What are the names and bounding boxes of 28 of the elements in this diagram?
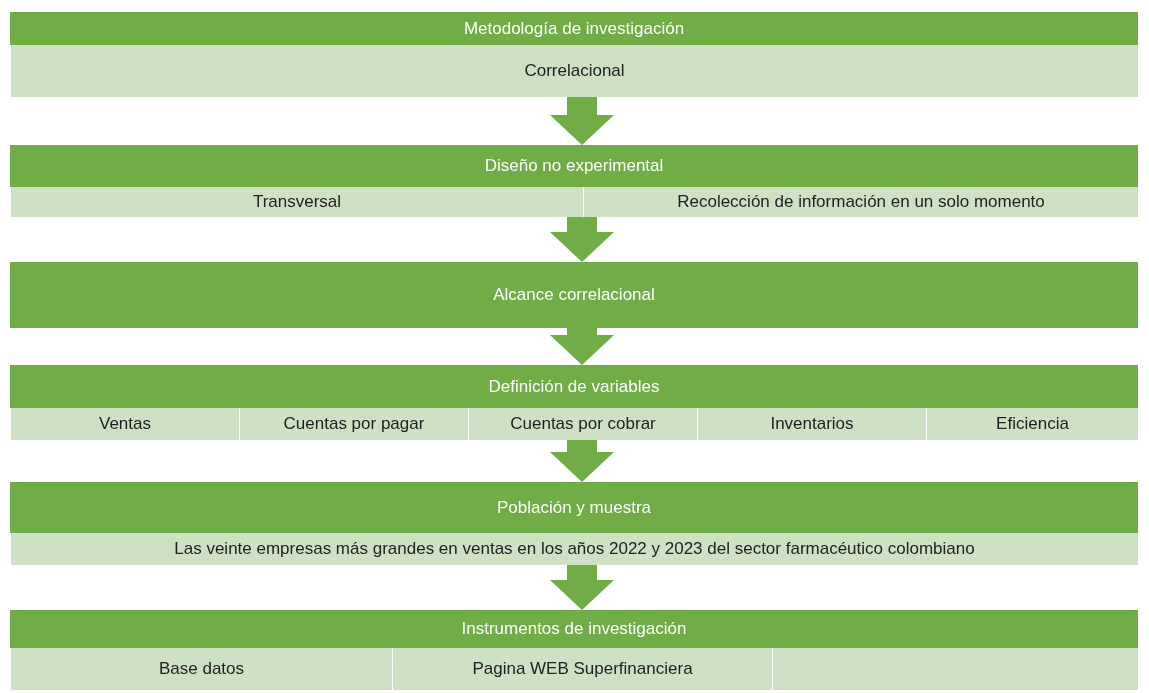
table-cell: Correlacional (10, 45, 1138, 97)
arrow (550, 440, 614, 482)
section-band (10, 482, 1138, 565)
table-cell: Recolección de información en un solo momento (583, 187, 1138, 217)
section-band (10, 262, 1138, 328)
table-cell: Base datos (10, 648, 392, 690)
section-heading: Diseño no experimental (484, 156, 664, 176)
table-cell: Inventarios (697, 408, 926, 440)
section-heading: Metodología de investigación (463, 18, 685, 39)
table-cell: Cuentas por cobrar (468, 408, 697, 440)
table-cell: Las veinte empresas más grandes en ventas en los años 2022 y 2023 del sector farmacéutico colombiano (10, 533, 1138, 565)
table-cell: Transversal (10, 187, 583, 217)
arrow (550, 217, 614, 262)
arrow (550, 97, 614, 145)
table-cell: Cuentas por pagar (239, 408, 468, 440)
arrow (550, 565, 614, 610)
table-cell: Pagina WEB Superfinanciera (392, 648, 772, 690)
arrow (550, 328, 614, 365)
section-heading: Instrumentos de investigación (461, 619, 687, 639)
table-cell: Eficiencia (926, 408, 1138, 440)
section-band (10, 610, 1138, 690)
table-cell: Ventas (10, 408, 239, 440)
section-band (10, 12, 1138, 97)
section-band (10, 365, 1138, 440)
section-heading: Población y muestra (497, 497, 651, 518)
section-band (10, 145, 1138, 217)
section-heading: Definición de variables (488, 376, 660, 397)
section-heading: Alcance correlacional (493, 285, 655, 305)
